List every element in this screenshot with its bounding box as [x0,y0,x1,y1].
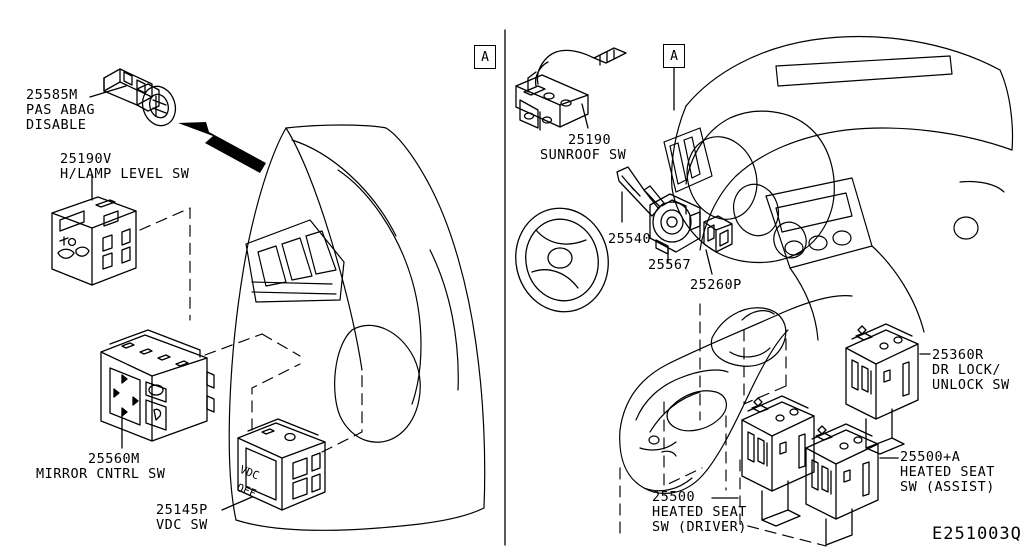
assembly-arrow [178,122,266,173]
right-label-leaders [581,67,931,499]
drawing-number: E251003Q [932,524,1022,544]
part-label-25567-number: 25567 [648,257,692,273]
mirror-control-switch-art [100,329,215,442]
part-label-25560m-desc-1: MIRROR CNTRL SW [36,466,166,482]
headlamp-level-switch-art [51,196,137,286]
part-label-25500a-desc-1: HEATED SEAT [900,464,995,480]
part-label-25190-desc-1: SUNROOF SW [540,147,627,163]
sunroof-switch-art [515,47,627,131]
callout-a-right: A [663,44,685,68]
spiral-cable-art [649,193,701,255]
part-label-25585m-desc-1: PAS ABAG [26,102,96,118]
steering-wheel-art [515,207,609,313]
airbag-disable-switch-art [103,68,177,127]
callout-a-left: A [474,45,496,69]
combination-switch-lever-art [616,166,665,217]
right-leader-lines [619,303,827,547]
part-label-25500-desc-2: SW (DRIVER) [652,519,747,535]
part-label-25500a-desc-2: SW (ASSIST) [900,479,995,495]
heated-seat-assist-switch-art [805,423,879,546]
heated-seat-driver-switch-art [741,395,815,527]
part-label-25500-desc-1: HEATED SEAT [652,504,747,520]
left-leader-lines [139,207,363,453]
dashboard-outline [663,35,1014,341]
vdc-switch-art [237,418,326,511]
left-interior-outline [228,124,486,531]
part-label-25260p-number: 25260P [690,277,742,293]
part-label-25190-number: 25190 [568,132,612,148]
part-label-25145p-desc-1: VDC SW [156,517,208,533]
part-label-25190v-number: 25190V [60,151,112,167]
center-console-art [619,295,853,495]
part-label-25585m-number: 25585M [26,87,78,103]
part-label-25585m-desc-2: DISABLE [26,117,87,133]
part-label-25360r-desc-2: UNLOCK SW [932,377,1010,393]
part-label-25500a-number: 25500+A [900,449,961,465]
door-lock-switch-art [845,323,919,455]
part-label-25190v-desc-1: H/LAMP LEVEL SW [60,166,190,182]
part-label-25360r-number: 25360R [932,347,984,363]
part-label-25500-number: 25500 [652,489,696,505]
part-label-25560m-number: 25560M [88,451,140,467]
part-label-25540-number: 25540 [608,231,652,247]
part-label-25360r-desc-1: DR LOCK/ [932,362,1002,378]
left-label-leaders [89,85,253,511]
part-label-25145p-number: 25145P [156,502,208,518]
